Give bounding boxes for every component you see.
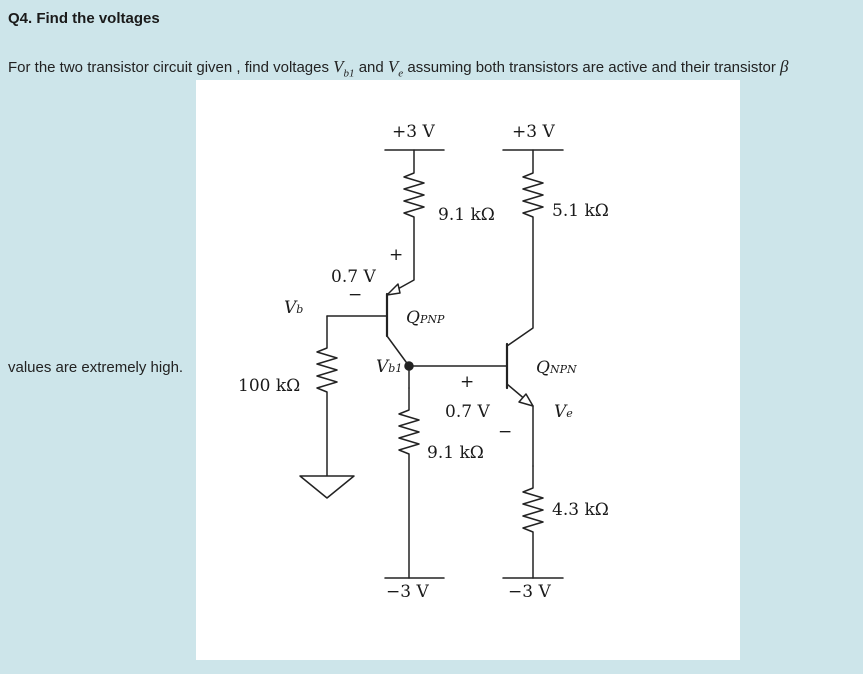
resistor-label-npn-collector: 5.1 kΩ — [552, 201, 609, 221]
supply-label-left-bottom: −3 V — [386, 582, 429, 602]
question-title: Q4. Find the voltages — [8, 10, 160, 27]
question-continuation: values are extremely high. — [8, 359, 184, 376]
resistor-label-pnp-emitter: 9.1 kΩ — [438, 205, 495, 225]
resistor-label-base: 100 kΩ — [238, 376, 301, 396]
and-text: and — [354, 59, 388, 76]
question-text: For the two transistor circuit given , f… — [8, 57, 789, 79]
circuit-diagram: +3 V +3 V −3 V −3 V 9.1 kΩ 5.1 kΩ 9.1 kΩ… — [196, 80, 740, 660]
resistor-npn-collector — [506, 149, 544, 347]
node-label-vb: Vb — [284, 298, 304, 318]
beta-symbol: β — [780, 57, 789, 76]
supply-label-right-top: +3 V — [512, 122, 555, 142]
transistor-label-npn: QNPN — [536, 358, 577, 378]
resistor-pnp-emitter — [386, 149, 425, 296]
ground-symbol — [299, 475, 355, 499]
vbe-value: 0.7 V — [445, 402, 490, 422]
vbe-plus-sign: + — [460, 372, 475, 392]
question-intro: For the two transistor circuit given , f… — [8, 59, 334, 76]
supply-label-right-bottom: −3 V — [508, 582, 551, 602]
resistor-label-npn-emitter: 4.3 kΩ — [552, 500, 609, 520]
resistor-base — [316, 315, 338, 477]
vb1-symbol: Vb1 — [333, 57, 355, 80]
resistor-pnp-collector — [398, 387, 420, 579]
supply-label-left-top: +3 V — [392, 122, 435, 142]
npn-emitter-arrow — [518, 393, 534, 407]
question-assumption: assuming both transistors are active and… — [403, 59, 781, 76]
veb-plus-sign: + — [389, 245, 404, 265]
node-label-ve: Ve — [554, 402, 573, 422]
vbe-minus-sign: − — [498, 422, 513, 442]
resistor-label-pnp-collector: 9.1 kΩ — [427, 443, 484, 463]
veb-minus-sign: − — [348, 285, 363, 305]
pnp-emitter-arrow — [386, 283, 401, 296]
transistor-label-pnp: QPNP — [406, 308, 445, 328]
node-label-vb1: Vb1 — [376, 357, 403, 377]
circuit-schematic — [299, 149, 564, 579]
ve-symbol: Ve — [387, 57, 404, 80]
veb-value: 0.7 V — [331, 267, 376, 287]
resistor-npn-emitter — [522, 465, 544, 579]
